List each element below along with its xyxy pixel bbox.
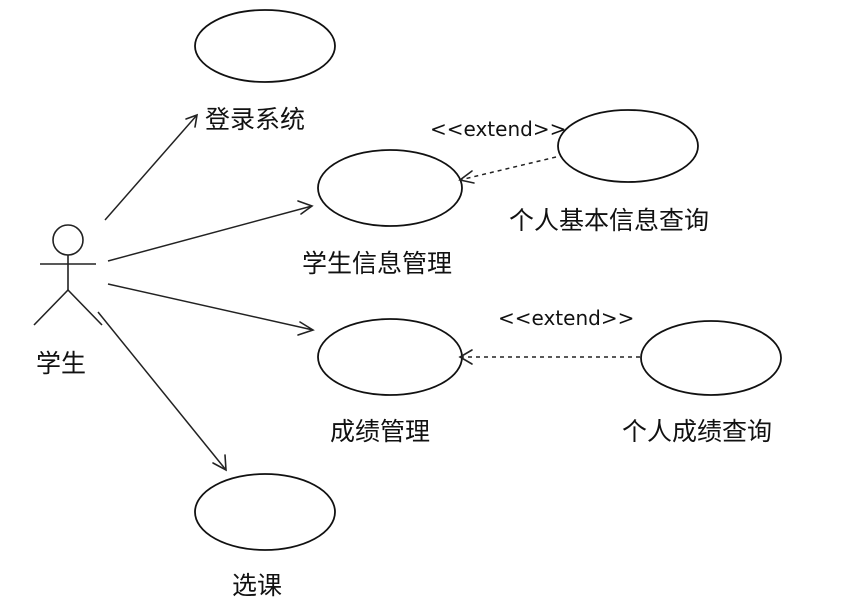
- arrowhead-login: [185, 113, 199, 128]
- label-grades: 成绩管理: [330, 417, 430, 446]
- actor-head: [52, 224, 84, 256]
- label-extend-grades: <<extend>>: [498, 306, 634, 330]
- actor-left-leg: [33, 289, 69, 326]
- association-login: [104, 114, 198, 221]
- association-course-selection: [97, 311, 227, 471]
- use-case-student-info: [317, 149, 463, 227]
- arrowhead-course-selection: [212, 454, 227, 472]
- use-case-personal-info-query: [557, 109, 699, 183]
- arrowhead-student-info: [297, 200, 314, 215]
- extend-arrowhead-grades: [458, 349, 473, 365]
- label-actor: 学生: [36, 349, 86, 378]
- use-case-login: [194, 9, 336, 83]
- use-case-personal-grades-query: [640, 320, 782, 396]
- association-student-info: [107, 205, 313, 262]
- use-case-grades: [317, 318, 463, 396]
- label-student-info: 学生信息管理: [302, 249, 452, 278]
- extend-arrowhead-info: [458, 170, 475, 184]
- use-case-course-selection: [194, 473, 336, 551]
- label-personal-info-query: 个人基本信息查询: [509, 206, 709, 235]
- label-course-selection: 选课: [232, 571, 282, 600]
- label-personal-grades-query: 个人成绩查询: [622, 417, 772, 446]
- label-extend-info: <<extend>>: [430, 117, 566, 141]
- label-login: 登录系统: [205, 105, 305, 134]
- extend-line-info: [459, 156, 557, 181]
- actor-right-leg: [67, 289, 103, 326]
- association-grades: [107, 283, 314, 331]
- actor-student: [33, 224, 103, 326]
- arrowhead-grades: [297, 321, 315, 336]
